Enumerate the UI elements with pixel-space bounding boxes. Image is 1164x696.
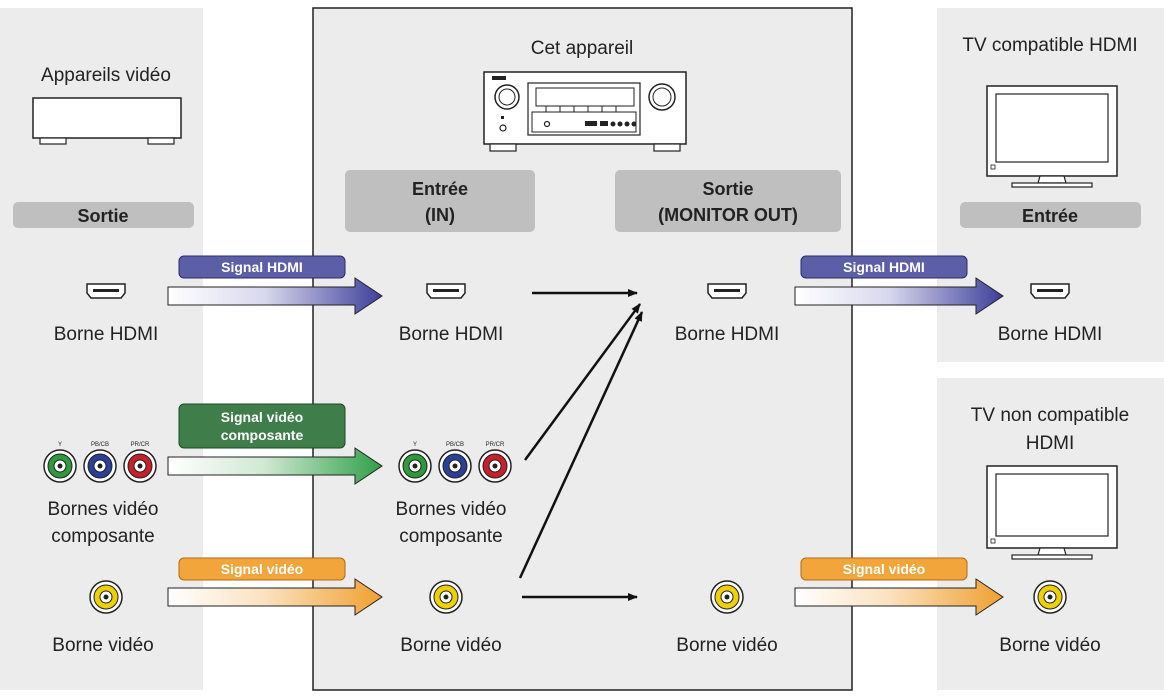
video-signal-arrow-out (794, 578, 1004, 616)
hdmi-signal-label-in: Signal HDMI (178, 255, 346, 279)
svg-text:Signal vidéo: Signal vidéo (843, 561, 925, 577)
receiver-out-hdmi-label: Borne HDMI (675, 324, 780, 345)
red-jack-icon (123, 449, 157, 483)
svg-text:Sortie: Sortie (702, 179, 753, 199)
svg-text:Sortie: Sortie (77, 206, 128, 226)
blue-jack-icon (83, 449, 117, 483)
svg-text:(IN): (IN) (425, 205, 455, 225)
svg-text:PR/CR: PR/CR (131, 442, 150, 448)
svg-text:PB/CB: PB/CB (91, 442, 109, 448)
component-signal-arrow (167, 447, 383, 485)
non-hdmi-tv-title-line1: TV non compatible (971, 405, 1129, 426)
tv-video-jack-icon (1033, 580, 1067, 614)
green-jack-icon (43, 449, 77, 483)
receiver-out-video-jack-icon (710, 580, 744, 614)
receiver-out-video-label: Borne vidéo (676, 635, 777, 656)
svg-text:(MONITOR OUT): (MONITOR OUT) (658, 205, 798, 225)
receiver-component-label-line1: Bornes vidéo (396, 499, 507, 520)
svg-text:Y: Y (413, 442, 417, 448)
receiver-out-hdmi-port-icon (707, 283, 747, 299)
hdmi-signal-label-out: Signal HDMI (800, 255, 968, 279)
receiver-output-header: Sortie (MONITOR OUT) (615, 170, 841, 232)
hdmi-tv-icon (986, 85, 1118, 188)
receiver-component-label-line2: composante (399, 526, 503, 547)
receiver-panel-title: Cet appareil (531, 38, 633, 59)
source-video-jack-icon (89, 580, 123, 614)
hdmi-signal-arrow-in (167, 277, 383, 315)
svg-text:Signal vidéo: Signal vidéo (221, 561, 303, 577)
source-component-label-line1: Bornes vidéo (48, 499, 159, 520)
source-panel-title: Appareils vidéo (41, 65, 171, 86)
svg-text:Entrée: Entrée (412, 179, 468, 199)
non-hdmi-tv-title-line2: HDMI (1026, 433, 1075, 454)
receiver-in-video-label: Borne vidéo (400, 635, 501, 656)
blue-jack-icon (438, 449, 472, 483)
red-jack-icon (478, 449, 512, 483)
source-component-label-line2: composante (51, 526, 155, 547)
conversion-arrows (518, 289, 644, 601)
component-signal-label: Signal vidéo composante (178, 403, 346, 449)
svg-text:composante: composante (221, 427, 304, 443)
svg-text:Signal HDMI: Signal HDMI (843, 259, 925, 275)
source-output-header: Sortie (13, 202, 194, 228)
tv-hdmi-port-icon (1030, 283, 1070, 299)
tv-video-label: Borne vidéo (999, 635, 1100, 656)
non-hdmi-tv-icon (986, 465, 1118, 560)
receiver-component-jacks: Y PB/CB PR/CR (398, 442, 512, 483)
video-signal-label-in: Signal vidéo (178, 557, 346, 581)
receiver-input-header: Entrée (IN) (345, 170, 535, 232)
video-device-icon (32, 97, 182, 145)
svg-text:PB/CB: PB/CB (446, 442, 464, 448)
tv-input-header: Entrée (960, 202, 1141, 228)
hdmi-signal-arrow-out (794, 277, 1004, 315)
tv-hdmi-label: Borne HDMI (998, 324, 1103, 345)
hdmi-tv-panel-title: TV compatible HDMI (962, 35, 1137, 56)
video-signal-label-out: Signal vidéo (800, 557, 968, 581)
receiver-in-hdmi-port-icon (426, 283, 466, 299)
green-jack-icon (398, 449, 432, 483)
source-hdmi-label: Borne HDMI (54, 324, 159, 345)
receiver-in-video-jack-icon (429, 580, 463, 614)
svg-text:Signal HDMI: Signal HDMI (221, 259, 303, 275)
receiver-in-hdmi-label: Borne HDMI (399, 324, 504, 345)
source-video-label: Borne vidéo (52, 635, 153, 656)
svg-text:Y: Y (58, 442, 62, 448)
source-hdmi-port-icon (86, 283, 126, 299)
video-signal-arrow-in (167, 578, 383, 616)
svg-text:Entrée: Entrée (1022, 206, 1078, 226)
av-receiver-icon (483, 71, 687, 152)
svg-text:Signal vidéo: Signal vidéo (221, 409, 303, 425)
svg-text:PR/CR: PR/CR (486, 442, 505, 448)
source-component-jacks: Y PB/CB PR/CR (43, 442, 157, 483)
